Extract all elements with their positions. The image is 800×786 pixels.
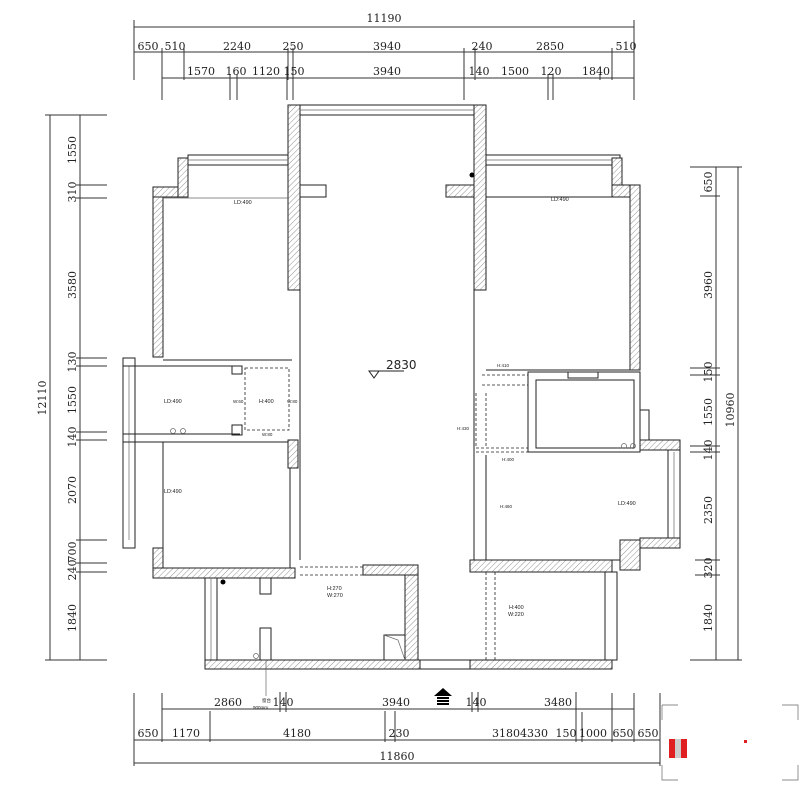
dim: 3480: [544, 696, 572, 709]
ld-label: LD:490: [234, 200, 252, 206]
dim: 1000: [579, 727, 607, 740]
dim: 1500: [501, 65, 529, 78]
dim: 320: [702, 558, 715, 579]
dim: 240: [472, 40, 493, 53]
dim: 4180: [283, 727, 311, 740]
dim: 3960: [702, 271, 715, 299]
dim: 650: [138, 40, 159, 53]
ld-label: LD:490: [164, 399, 182, 405]
red-marker: [669, 739, 675, 758]
w270-label: W:270: [327, 593, 343, 599]
drain-icon: [253, 653, 259, 659]
dim: 150: [556, 727, 577, 740]
dim: 1550: [66, 136, 79, 164]
room-labels: 2830 LD:490 LD:490 LD:490 LD:490 LD:490 …: [164, 197, 636, 710]
dim: 1550: [702, 398, 715, 426]
ld-label: LD:490: [164, 489, 182, 495]
drain-icon: [630, 443, 636, 449]
dim: 2860: [214, 696, 242, 709]
dim: 130: [66, 352, 79, 373]
drain-icon: [170, 428, 176, 434]
dim: 3940: [373, 65, 401, 78]
w80-label: W:80: [287, 399, 298, 404]
dim: 510: [165, 40, 186, 53]
right-total-dim: 10960: [724, 393, 737, 428]
dim: 2070: [66, 476, 79, 504]
dim: 2350: [702, 496, 715, 524]
dim: 31804330: [492, 727, 548, 740]
pipe-dot-icon: [469, 172, 475, 178]
fixtures: [170, 172, 636, 705]
h430-label: H:430: [457, 426, 470, 431]
dim: 1570: [187, 65, 215, 78]
dim: 140: [273, 696, 294, 709]
walls: [122, 104, 681, 670]
dim: 2850: [536, 40, 564, 53]
h270-label: H:270: [327, 586, 342, 592]
dim: 1840: [702, 604, 715, 632]
dim: 1840: [582, 65, 610, 78]
right-dimensions: 10960 650 3960 150 1550 140 2350 320 184…: [690, 166, 742, 661]
top-dimensions: 11190 650 510 2240 250 3940 240 2850 510…: [133, 12, 637, 100]
dim: 240: [66, 560, 79, 581]
dim: 1840: [66, 604, 79, 632]
top-total-dim: 11190: [367, 12, 402, 25]
h400-label: H:400: [509, 605, 524, 611]
left-dimensions: 12110 1550 310 3580 130 1550 140 2070 70…: [36, 114, 107, 661]
dim: 160: [226, 65, 247, 78]
bottom-dimensions: 2860 140 3940 140 3480 650 1170 4180 230…: [133, 692, 661, 766]
dim: 250: [283, 40, 304, 53]
dim: 120: [541, 65, 562, 78]
h400-label: H:400: [502, 457, 515, 462]
h460-label: H:460: [500, 504, 513, 509]
entrance-arrow-icon: [434, 688, 452, 705]
dim: 140: [702, 440, 715, 461]
left-total-dim: 12110: [36, 381, 49, 416]
w80-label: W:80: [262, 432, 273, 437]
dim: 2240: [223, 40, 251, 53]
dim: 310: [66, 182, 79, 203]
w60-label: W:60: [233, 399, 244, 404]
h410-label: H:410: [497, 363, 510, 368]
dim: 1120: [252, 65, 280, 78]
dim: 650: [613, 727, 634, 740]
dim: 150: [284, 65, 305, 78]
dim: 140: [469, 65, 490, 78]
dim: 140: [466, 696, 487, 709]
dim: 1550: [66, 386, 79, 414]
dim: 3940: [382, 696, 410, 709]
h400-label: H:400: [259, 399, 274, 405]
dim: 650: [138, 727, 159, 740]
dim: 1170: [172, 727, 200, 740]
bottom-total-dim: 11860: [380, 750, 415, 763]
ld-label: LD:490: [551, 197, 569, 203]
dim: 150: [702, 362, 715, 383]
dim: 3940: [373, 40, 401, 53]
dim: 3580: [66, 271, 79, 299]
drain-icon: [621, 443, 627, 449]
viewport-frame: [661, 704, 799, 781]
pipe-dot-icon: [220, 579, 226, 585]
sill-height-label: 900mm: [253, 705, 268, 710]
drain-icon: [180, 428, 186, 434]
dim: 140: [66, 427, 79, 448]
dim: 650: [638, 727, 659, 740]
ld-label: LD:490: [618, 501, 636, 507]
ceiling-height-label: 2830: [386, 358, 417, 372]
dim: 650: [702, 172, 715, 193]
dim: 700: [66, 542, 79, 563]
w220-label: W:220: [508, 612, 524, 618]
sill-label: 窗台: [262, 697, 271, 704]
dim: 510: [616, 40, 637, 53]
dim: 230: [389, 727, 410, 740]
level-marker-icon: [368, 370, 380, 379]
